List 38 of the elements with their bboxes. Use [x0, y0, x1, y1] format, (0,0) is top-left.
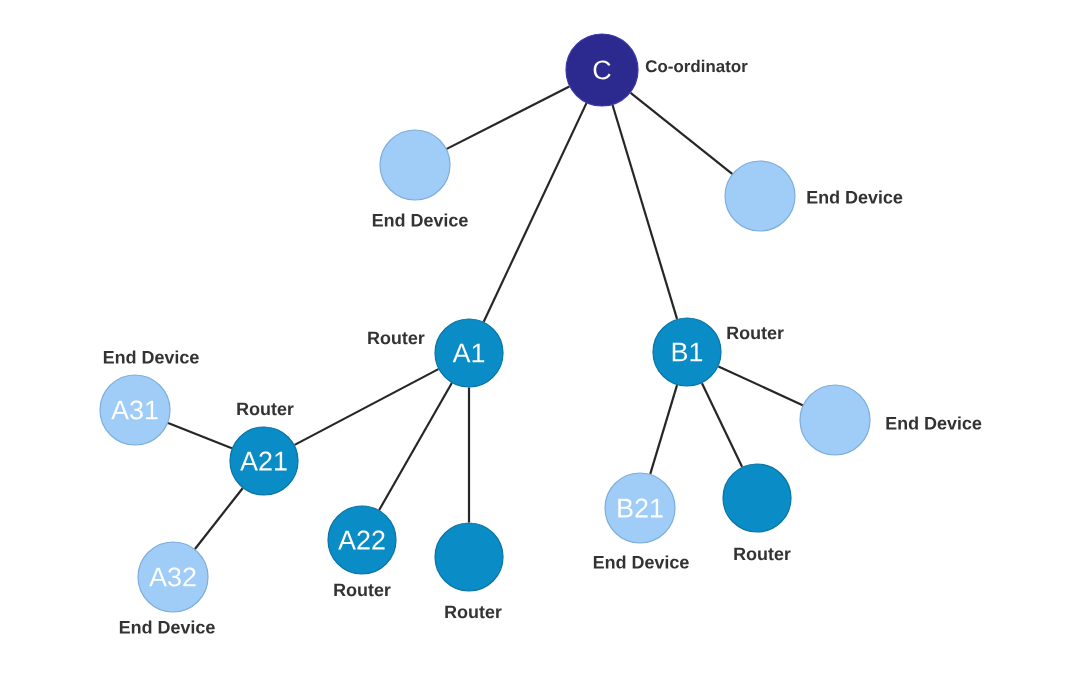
connector-line [649, 384, 679, 475]
node-label: Router [727, 326, 784, 340]
connector-line [700, 382, 744, 468]
end-device-node: A32 [137, 541, 209, 613]
node-label: Router [334, 583, 391, 597]
end-device-node: B21 [604, 472, 676, 544]
coordinator-node: C [565, 33, 639, 107]
connector-line [294, 368, 439, 446]
connector-line [467, 387, 471, 523]
connector-line [167, 422, 233, 450]
router-node: A22 [327, 505, 397, 575]
connector-line [718, 365, 804, 407]
node-label: Router [237, 402, 294, 416]
connector-line [446, 85, 570, 150]
node-label: Router [445, 605, 502, 619]
node-label: End Device [119, 620, 215, 634]
node-label: End Device [103, 350, 199, 364]
node-label: Router [734, 547, 791, 561]
node-label: Co-ordinator [645, 59, 748, 73]
connector-line [482, 102, 588, 323]
router-node: A1 [434, 318, 504, 388]
node-label: End Device [886, 416, 982, 430]
node-label: End Device [593, 555, 689, 569]
router-node: B1 [652, 317, 722, 387]
router-node [722, 463, 792, 533]
connector-line [378, 382, 453, 511]
end-device-node [724, 160, 796, 232]
connector-line [611, 104, 679, 320]
node-label: End Device [372, 213, 468, 227]
node-label: End Device [807, 190, 903, 204]
router-node: A21 [229, 426, 299, 496]
connector-line [194, 487, 244, 550]
router-node [434, 522, 504, 592]
end-device-node [379, 129, 451, 201]
connector-line [629, 91, 733, 175]
node-label: Router [368, 331, 425, 345]
end-device-node [799, 384, 871, 456]
end-device-node: A31 [99, 374, 171, 446]
